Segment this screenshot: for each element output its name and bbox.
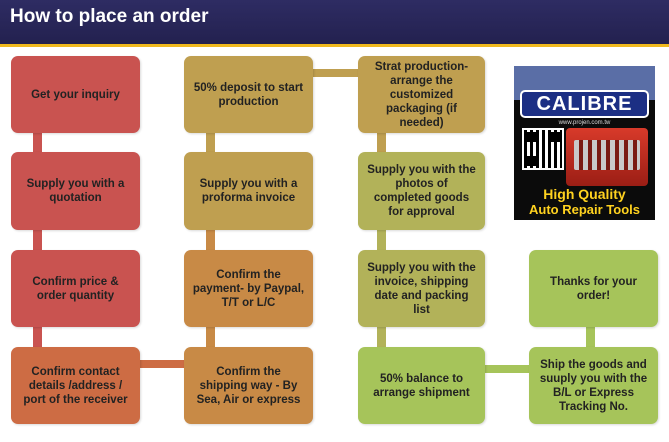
tool-case-image: [566, 128, 648, 186]
step-label: Supply you with the invoice, shipping da…: [367, 261, 476, 316]
calibre-logo: CALIBRE www.projen.com.tw High Quality A…: [514, 66, 655, 220]
step-proforma: Supply you with a proforma invoice: [184, 152, 313, 230]
step-ship: Ship the goods and suuply you with the B…: [529, 347, 658, 424]
step-quotation: Supply you with a quotation: [11, 152, 140, 230]
connector: [377, 327, 386, 347]
step-confirm-payment: Confirm the payment- by Paypal, T/T or L…: [184, 250, 313, 327]
step-label: Confirm the payment- by Paypal, T/T or L…: [192, 268, 305, 309]
step-label: Supply you with a quotation: [26, 178, 125, 204]
connector: [586, 327, 595, 347]
connector: [206, 327, 215, 347]
page-title: How to place an order: [10, 6, 209, 27]
step-label: Ship the goods and suuply you with the B…: [539, 358, 648, 413]
connector: [206, 230, 215, 250]
step-label: 50% deposit to start production: [193, 81, 304, 108]
connector: [33, 230, 42, 250]
step-label: Confirm price & order quantity: [32, 275, 119, 302]
step-invoice: Supply you with the invoice, shipping da…: [358, 250, 485, 327]
connector: [140, 360, 184, 368]
page-header: How to place an order: [0, 0, 669, 47]
qr-code-icon: [522, 128, 564, 170]
logo-tagline: High Quality: [543, 186, 626, 202]
step-label: Supply you with the photos of completed …: [367, 164, 476, 218]
connector: [377, 230, 386, 250]
step-confirm-shipping: Confirm the shipping way - By Sea, Air o…: [184, 347, 313, 424]
step-label: Confirm contact details /address / port …: [23, 365, 128, 406]
step-get-inquiry: Get your inquiry: [11, 56, 140, 133]
step-label: Supply you with a proforma invoice: [199, 178, 298, 204]
step-photos: Supply you with the photos of completed …: [358, 152, 485, 230]
connector: [485, 365, 529, 373]
step-label: Confirm the shipping way - By Sea, Air o…: [196, 365, 301, 406]
logo-url: www.projen.com.tw: [558, 120, 611, 126]
connector: [313, 69, 358, 77]
step-label: Thanks for your order!: [550, 275, 637, 302]
connector: [206, 133, 215, 152]
step-start-production: Strat production- arrange the customized…: [358, 56, 485, 133]
connector: [377, 133, 386, 152]
step-label: Strat production- arrange the customized…: [374, 60, 469, 129]
step-confirm-contact: Confirm contact details /address / port …: [11, 347, 140, 424]
step-balance: 50% balance to arrange shipment: [358, 347, 485, 424]
step-label: 50% balance to arrange shipment: [373, 372, 470, 399]
step-thanks: Thanks for your order!: [529, 250, 658, 327]
connector: [33, 327, 42, 347]
step-deposit: 50% deposit to start production: [184, 56, 313, 133]
connector: [33, 133, 42, 152]
step-confirm-price: Confirm price & order quantity: [11, 250, 140, 327]
logo-tagline: Auto Repair Tools: [529, 202, 640, 217]
logo-brand: CALIBRE: [520, 90, 649, 118]
step-label: Get your inquiry: [31, 88, 120, 101]
